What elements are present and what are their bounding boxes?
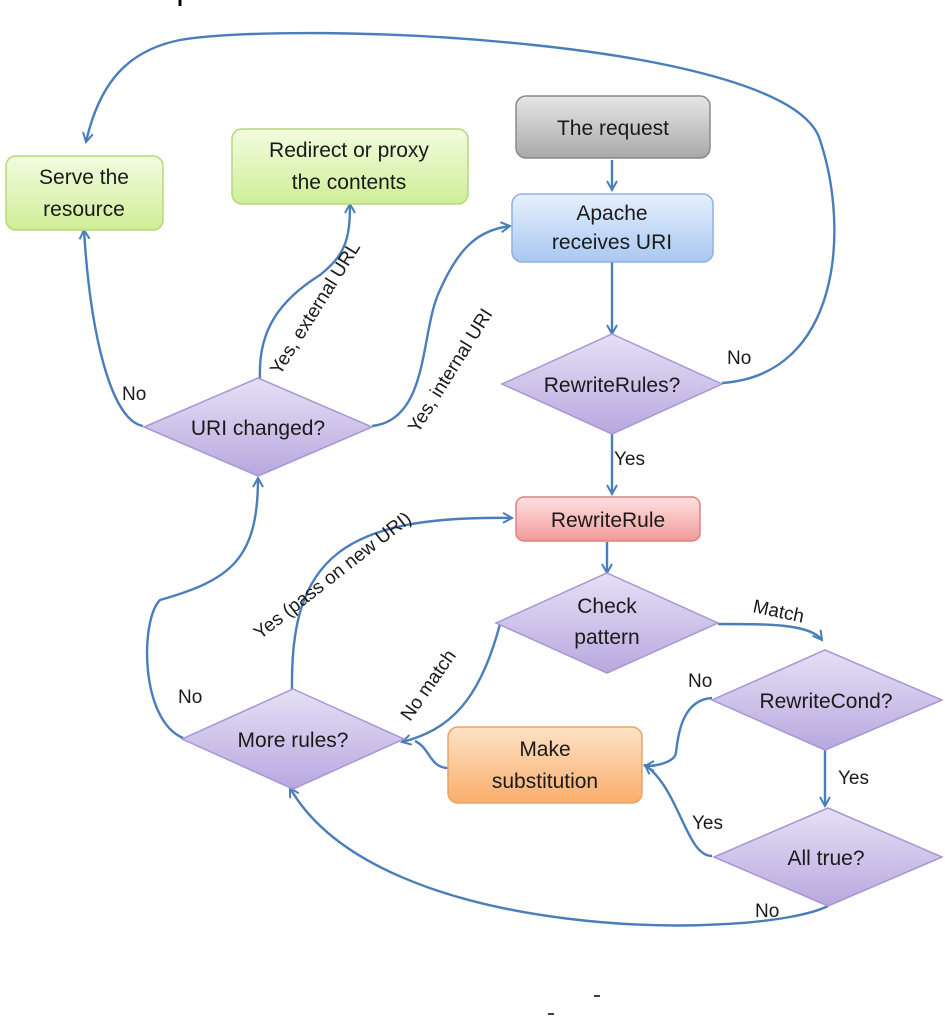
node-make-substitution: Make substitution xyxy=(447,726,643,804)
edge-urichanged-internal xyxy=(371,226,510,428)
node-check-pattern-decision: Check pattern xyxy=(494,572,720,674)
node-rewriterule: RewriteRule xyxy=(515,496,701,542)
node-morerules-label: More rules? xyxy=(238,729,349,752)
node-the-request-label: The request xyxy=(557,117,669,140)
node-redirect-label-1: Redirect or proxy xyxy=(269,139,429,162)
node-urichanged-label: URI changed? xyxy=(191,417,325,440)
label-rewriterules-no: No xyxy=(727,348,751,369)
label-rewritecond-no: No xyxy=(688,671,712,692)
node-rewritecond-label: RewriteCond? xyxy=(759,690,892,713)
edge-rewriterules-no xyxy=(86,31,836,385)
node-serve-the-resource: Serve the resource xyxy=(5,155,164,231)
edges xyxy=(84,31,836,927)
label-match: Match xyxy=(751,596,806,627)
node-the-request: The request xyxy=(515,95,711,159)
label-morerules-no: No xyxy=(178,687,202,708)
edge-check-nomatch xyxy=(402,623,502,742)
edge-labels: No Yes Match No match No Yes Yes No Yes … xyxy=(122,238,869,922)
node-uri-changed-decision: URI changed? xyxy=(142,377,374,477)
label-yes-internal: Yes, internal URI xyxy=(404,305,497,436)
node-redirect-label-2: the contents xyxy=(292,171,406,194)
node-apache-label-2: receives URI xyxy=(552,231,672,254)
label-rewritecond-yes: Yes xyxy=(838,768,869,789)
node-redirect-or-proxy: Redirect or proxy the contents xyxy=(231,128,469,205)
node-more-rules-decision: More rules? xyxy=(180,688,406,790)
edge-rewritecond-no xyxy=(645,696,713,766)
edge-morerules-yes xyxy=(290,518,512,691)
label-morerules-yes: Yes (pass on new URI) xyxy=(250,508,415,644)
label-alltrue-no: No xyxy=(755,901,779,922)
label-rewriterules-yes: Yes xyxy=(614,449,645,470)
node-rewriterules-label: RewriteRules? xyxy=(544,374,681,397)
node-rewriterule-label: RewriteRule xyxy=(551,509,665,532)
node-alltrue-label: All true? xyxy=(787,847,864,870)
edge-check-match xyxy=(717,622,822,640)
node-apache-label-1: Apache xyxy=(576,202,647,225)
node-serve-label-2: resource xyxy=(43,198,125,221)
node-make-label-1: Make xyxy=(519,738,570,761)
node-check-label-1: Check xyxy=(577,595,637,618)
edge-make-to-morerules xyxy=(414,739,449,770)
label-alltrue-yes: Yes xyxy=(692,813,723,834)
edge-morerules-no xyxy=(145,478,258,740)
edge-alltrue-no xyxy=(288,788,829,927)
label-no-match: No match xyxy=(397,646,461,725)
node-check-label-2: pattern xyxy=(574,626,639,649)
label-urichanged-no: No xyxy=(122,384,146,405)
node-apache-receives-uri: Apache receives URI xyxy=(511,193,714,263)
node-serve-label-1: Serve the xyxy=(39,166,129,189)
edge-urichanged-no xyxy=(84,230,144,428)
node-rewriterules-decision: RewriteRules? xyxy=(500,333,724,435)
edge-alltrue-yes xyxy=(645,765,713,858)
node-rewritecond-decision: RewriteCond? xyxy=(710,649,944,751)
stray-marks xyxy=(178,0,600,1015)
edge-urichanged-external xyxy=(258,204,350,379)
node-make-label-2: substitution xyxy=(492,770,598,793)
node-all-true-decision: All true? xyxy=(712,807,944,907)
